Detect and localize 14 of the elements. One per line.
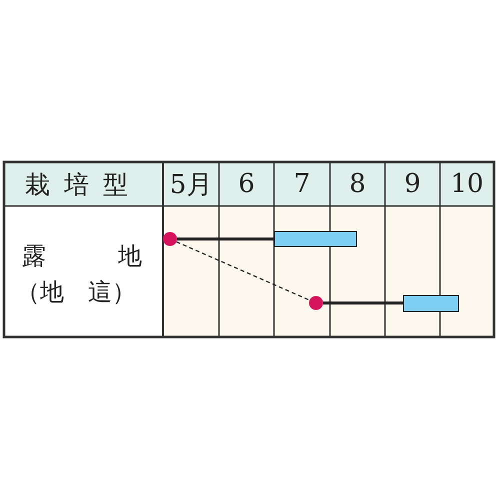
period-bar: [274, 231, 357, 247]
header-cell: 10: [440, 162, 494, 206]
connector-line: [323, 302, 403, 304]
header-cell: 7: [274, 162, 330, 206]
header-cell: 5月: [163, 162, 219, 206]
header-cell: 8: [330, 162, 385, 206]
header-cell: 6: [219, 162, 274, 206]
period-bar: [403, 295, 459, 312]
row-label: 露 地: [22, 241, 150, 272]
dashed-line: [176, 241, 310, 301]
row-label: （地 這）: [16, 277, 136, 308]
header-cell: 栽培型: [4, 162, 163, 206]
header-cell: 9: [385, 162, 440, 206]
connector-line: [177, 238, 274, 240]
